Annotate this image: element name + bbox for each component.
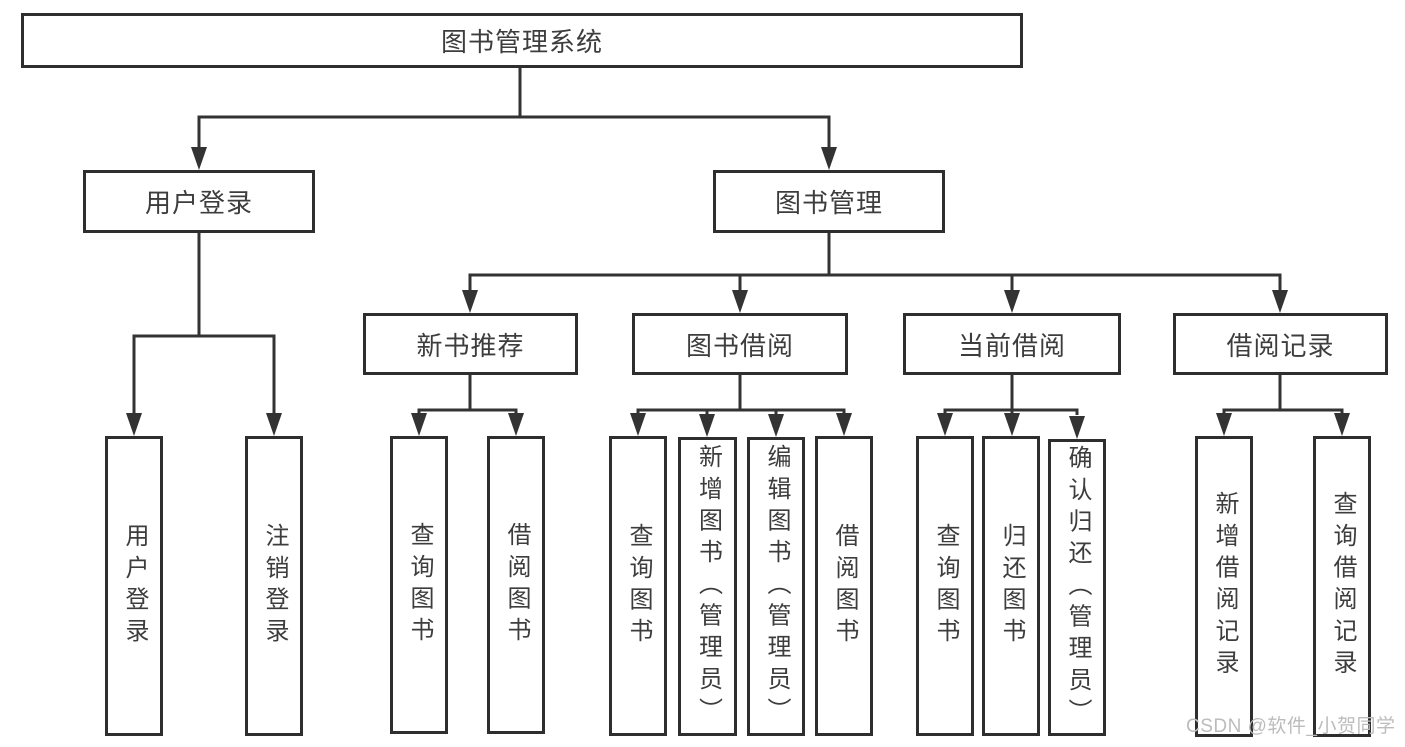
leaf-logout: 注销登录	[245, 436, 303, 736]
leaf-return-books: 归还图书	[982, 436, 1040, 736]
leaf-label: 借阅图书	[831, 522, 858, 650]
node-book-borrowing: 图书借阅	[632, 313, 848, 375]
node-label: 图书借阅	[685, 330, 794, 361]
leaf-edit-books-admin: 编辑图书（管理员）	[747, 437, 805, 736]
node-user-login: 用户登录	[83, 170, 315, 233]
csdn-watermark: CSDN @软件_小贺同学	[1186, 716, 1396, 737]
leaf-query-books-borrowing: 查询图书	[609, 436, 667, 736]
leaf-label: 查询图书	[625, 522, 652, 650]
node-new-book-recommend: 新书推荐	[363, 313, 578, 375]
leaf-query-borrow-record: 查询借阅记录	[1313, 436, 1371, 737]
leaf-label: 确认归还（管理员）	[1064, 444, 1091, 731]
node-label: 图书管理	[774, 188, 883, 218]
node-label: 用户登录	[144, 188, 253, 218]
leaf-borrow-books: 借阅图书	[815, 436, 873, 736]
leaf-add-borrow-record: 新增借阅记录	[1195, 436, 1253, 737]
leaf-label: 注销登录	[261, 522, 288, 650]
leaf-query-books-current: 查询图书	[916, 436, 974, 736]
leaf-label: 查询图书	[932, 522, 959, 650]
leaf-label: 新增图书（管理员）	[694, 443, 722, 730]
leaf-label: 查询图书	[406, 521, 433, 649]
leaf-borrow-books-recommend: 借阅图书	[487, 436, 545, 734]
leaf-confirm-return-admin: 确认归还（管理员）	[1048, 439, 1106, 736]
node-current-borrowing: 当前借阅	[903, 313, 1121, 375]
leaf-add-books-admin: 新增图书（管理员）	[678, 437, 737, 736]
node-label: 借阅记录	[1226, 330, 1335, 361]
leaf-label: 借阅图书	[503, 521, 530, 649]
leaf-user-login: 用户登录	[105, 436, 163, 736]
leaf-label: 编辑图书（管理员）	[763, 443, 790, 730]
leaf-label: 用户登录	[121, 522, 148, 650]
node-label: 新书推荐	[416, 330, 525, 361]
node-label: 图书管理系统	[440, 27, 603, 57]
node-library-management-system: 图书管理系统	[21, 13, 1023, 68]
leaf-label: 查询借阅记录	[1329, 491, 1356, 682]
node-book-management: 图书管理	[713, 170, 945, 233]
node-borrowing-records: 借阅记录	[1173, 313, 1388, 375]
leaf-query-books-recommend: 查询图书	[390, 436, 448, 734]
node-label: 当前借阅	[957, 330, 1066, 361]
leaf-label: 新增借阅记录	[1211, 491, 1238, 682]
leaf-label: 归还图书	[998, 522, 1025, 650]
